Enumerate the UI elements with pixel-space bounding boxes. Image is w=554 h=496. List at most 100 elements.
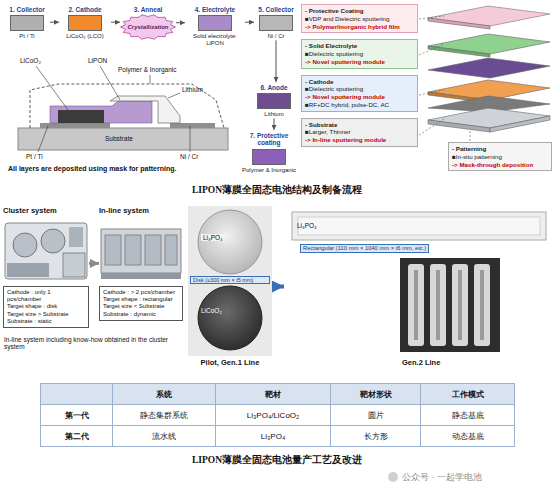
table-cell: 系统 [112, 383, 216, 405]
table-cell: 靶材 [215, 383, 331, 405]
part-label: In-line system including know-how obtain… [4, 336, 184, 351]
system-panel: Cluster systemCathode : only 1 pcs/chamb… [3, 206, 89, 328]
step-heading: 1. Collector [9, 6, 44, 13]
flow-arrow [274, 118, 275, 130]
layer-stack [428, 6, 550, 132]
flow-arrow [272, 285, 284, 289]
info-line: - Substrate [305, 121, 414, 129]
leader-line [100, 66, 120, 100]
layer-swatch [252, 149, 286, 165]
leader-line [36, 66, 68, 110]
step-material: Solid electrolyte: LiPON [185, 33, 245, 47]
figure-caption: LIPON薄膜全固态电池量产工艺及改进 [0, 455, 554, 466]
info-line: -> Polymer/inorganic hybrid film [305, 23, 414, 31]
flow-arrow [89, 262, 99, 265]
spec-line: Target shape : disk [7, 303, 85, 310]
flow-arrow [111, 22, 120, 23]
info-box: - Substrate■Larger, Thinner-> In-line sp… [301, 118, 418, 147]
layer-swatch [10, 15, 44, 31]
part-label: LIPON薄膜全固态电池结构及制备流程 [0, 185, 554, 196]
part-label: LiCoO₂ [201, 307, 222, 314]
panel-heading: Cluster system [3, 206, 89, 215]
equipment-photo [3, 215, 89, 285]
table-cell: 静态基底 [420, 404, 515, 426]
spec-line: Target size > Substrate [7, 311, 85, 318]
anneal-step: 3. AnnealCrystallization [120, 4, 176, 41]
part-label: LiPON [88, 57, 107, 64]
table-text: 第一代 [65, 410, 89, 421]
substrate-shape [18, 128, 228, 150]
info-box: - Patterning■In-situ patterning-> Mask-t… [448, 142, 552, 171]
panel-heading: In-line system [99, 206, 183, 215]
part-label: Disk (≤300 mm × t5 mm) [190, 276, 270, 284]
process-step: 6. AnodeLithium [250, 82, 298, 118]
spec-box: Cathode : only 1 pcs/chamberTarget shape… [3, 286, 89, 328]
table-text: 长方形 [364, 431, 388, 442]
process-step: 4. ElectrolyteSolid electrolyte: LiPON [185, 4, 245, 47]
table-cell: Li₃PO₄/LiCoO₂ [215, 404, 331, 426]
step-heading: 2. Cathode [68, 6, 101, 13]
table-cell: 工作模式 [420, 383, 515, 405]
info-line: -> Novel sputtering module [305, 58, 414, 66]
info-line: -> In-line sputtering module [305, 136, 414, 144]
table-text: 第二代 [65, 431, 89, 442]
info-line: - Cathode [305, 78, 414, 86]
electrolyte-shape [50, 101, 152, 123]
info-line: - Protective Coating [305, 7, 414, 15]
spec-line: Cathode : > 2 pcs/chamber [103, 289, 179, 296]
panel-heading: Gen.2 Line [284, 356, 550, 367]
table-cell [40, 383, 113, 405]
spec-box: Cathode : > 2 pcs/chamberTarget shape : … [99, 286, 183, 321]
part-label: Ni / Cr [180, 153, 198, 160]
info-line: ■In-situ patterning [452, 153, 548, 161]
table-text: 静态集群系统 [140, 410, 188, 421]
info-box: - Protective Coating■VDP and Dielectric … [301, 4, 418, 33]
info-box: - Cathode■Dielectric sputtering-> Novel … [301, 75, 418, 112]
step-heading: 4. Electrolyte [195, 6, 235, 13]
step-heading: 3. Anneal [134, 6, 163, 13]
info-line: ■Dielectric sputtering [305, 85, 414, 93]
part-label: LiCoO₂ [20, 57, 41, 64]
table-cell: 圆片 [330, 404, 421, 426]
flow-arrow [176, 22, 185, 23]
spec-line: Target size < Substrate [103, 303, 179, 310]
part-label: All layers are deposited using mask for … [8, 165, 176, 173]
info-line: ■RF+DC hybrid, pulse-DC, AC [305, 101, 414, 109]
table-cell: 靶材形状 [330, 383, 421, 405]
layer-swatch [257, 93, 291, 109]
info-line: -> Mask-through deposition [452, 161, 548, 169]
panel-heading: Pilot, Gen.1 Line [188, 356, 272, 367]
anode-shape [110, 96, 180, 123]
spec-line: Substrate : dynamic [103, 311, 179, 318]
collector-shape [170, 123, 215, 128]
table-cell: 第二代 [40, 425, 113, 447]
starburst-shape: Crystallization [120, 14, 176, 40]
part-label: Li₃PO₄ [297, 222, 317, 229]
info-line: ■Larger, Thinner [305, 128, 414, 136]
step-material: Crystallization [127, 24, 168, 30]
part-label: Rectangular (110 mm × 1040 mm × t6 mm, e… [300, 244, 429, 253]
spec-line: Target shape : rectangular [103, 296, 179, 303]
step-material: Lithium [264, 111, 283, 118]
info-line: -> Novel sputtering module [305, 93, 414, 101]
info-line: - Solid Electrolyte [305, 42, 414, 50]
table-cell: 流水线 [112, 425, 216, 447]
step-heading: 6. Anode [260, 84, 287, 91]
part-label: Lithium [182, 86, 203, 93]
table-text: 静态基底 [452, 410, 484, 421]
part-label: Li₃PO₄ [201, 234, 225, 241]
info-line: ■Dielectric sputtering [305, 50, 414, 58]
spec-line: Cathode : only 1 pcs/chamber [7, 289, 85, 303]
layer-swatch [68, 15, 102, 31]
table-text: Li₃PO₄/LiCoO₂ [247, 411, 299, 420]
equipment-photo [99, 215, 183, 285]
table-cell: 静态集群系统 [112, 404, 216, 426]
target-photo [284, 206, 550, 356]
table-cell: Li₃PO₄ [215, 425, 331, 447]
cathode-shape [58, 110, 104, 123]
process-step: 2. CathodeLiCoO₂ (LCO) [59, 4, 111, 40]
step-material: Ni / Cr [268, 33, 285, 40]
table-text: 工作模式 [452, 389, 484, 400]
flow-arrow [50, 22, 59, 23]
